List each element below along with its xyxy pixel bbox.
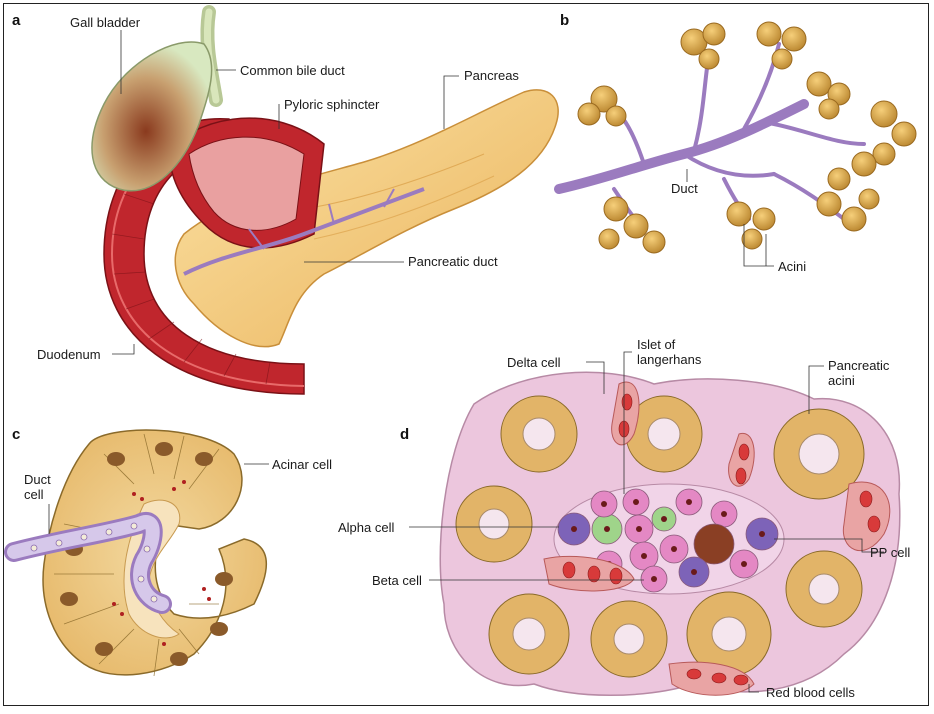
illustration-canvas xyxy=(4,4,930,707)
label-pancreatic-acini: Pancreatic acini xyxy=(828,358,889,388)
panel-b-artwork xyxy=(559,22,916,266)
panel-c-letter: c xyxy=(12,426,20,443)
label-duct-cell: Duct cell xyxy=(24,472,51,502)
label-beta-cell: Beta cell xyxy=(372,573,422,588)
label-red-blood-cells: Red blood cells xyxy=(766,685,855,700)
label-pyloric-sphincter: Pyloric sphincter xyxy=(284,97,379,112)
label-duct: Duct xyxy=(671,181,698,196)
pancreas-anatomy-figure: a b c d Gall bladder Common bile duct Py… xyxy=(3,3,929,706)
label-pancreas: Pancreas xyxy=(464,68,519,83)
panel-d-letter: d xyxy=(400,426,409,443)
label-islet-of-langerhans: Islet of langerhans xyxy=(637,337,701,367)
label-acinar-cell: Acinar cell xyxy=(272,457,332,472)
label-alpha-cell: Alpha cell xyxy=(338,520,394,535)
label-pancreatic-duct: Pancreatic duct xyxy=(408,254,498,269)
panel-a-letter: a xyxy=(12,12,20,29)
panel-d-artwork xyxy=(409,352,900,695)
panel-b-letter: b xyxy=(560,12,569,29)
label-delta-cell: Delta cell xyxy=(507,355,560,370)
label-pp-cell: PP cell xyxy=(870,545,910,560)
label-acini: Acini xyxy=(778,259,806,274)
label-common-bile-duct: Common bile duct xyxy=(240,63,345,78)
panel-c-artwork xyxy=(14,430,269,676)
label-duodenum: Duodenum xyxy=(37,347,101,362)
label-gall-bladder: Gall bladder xyxy=(70,15,140,30)
